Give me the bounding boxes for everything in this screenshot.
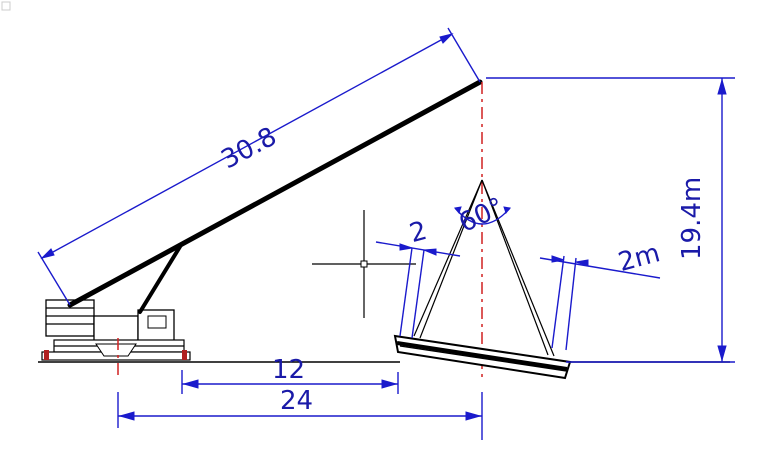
slings xyxy=(413,179,555,357)
sling-offset-right-dimension xyxy=(539,255,661,351)
sling-offset-left-label: 2 xyxy=(406,216,430,249)
boom xyxy=(67,79,483,308)
crane-body xyxy=(41,299,191,361)
sling-offset-right-label: 2m xyxy=(615,238,663,278)
crosshair-cursor-icon xyxy=(312,210,416,318)
window-corner-icon xyxy=(1,1,11,11)
boom-length-dimension xyxy=(37,27,481,306)
radius-inner-dimension xyxy=(181,370,399,394)
height-label: 19.4m xyxy=(677,177,707,260)
angle-label: 60° xyxy=(454,192,508,239)
radius-inner-label: 12 xyxy=(272,355,305,385)
load-beam xyxy=(393,334,572,380)
boom-length-label: 30.8 xyxy=(216,122,281,176)
angle-arc xyxy=(454,207,511,225)
radius-outer-dimension xyxy=(117,392,483,440)
sling-offset-left-dimension xyxy=(375,241,461,339)
height-dimension xyxy=(486,77,735,363)
radius-outer-label: 24 xyxy=(280,386,313,416)
boom-strut xyxy=(138,243,183,314)
